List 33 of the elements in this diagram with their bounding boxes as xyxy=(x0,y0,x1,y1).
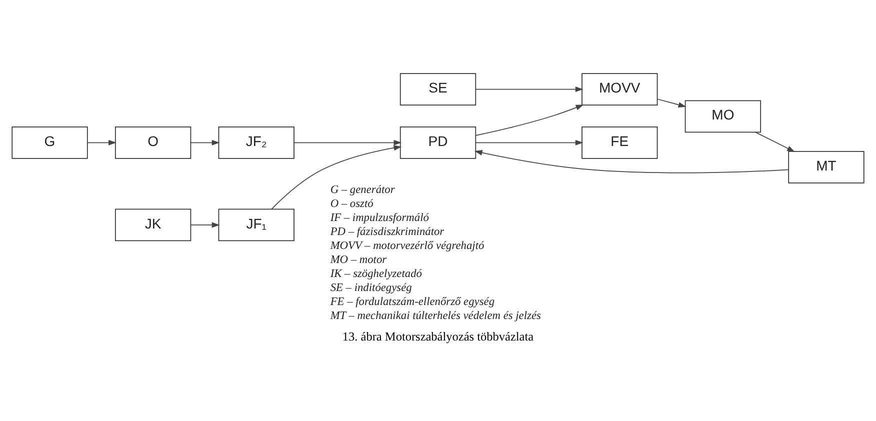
node-box: JK xyxy=(114,208,192,242)
arrow xyxy=(475,86,584,92)
label: MO – motor xyxy=(330,254,387,266)
node-box: PD xyxy=(400,126,476,159)
node-box: MT xyxy=(788,150,864,184)
label: O – osztó xyxy=(330,198,374,210)
arrow xyxy=(190,140,220,146)
caption: 13. ábra Motorszabályozás többvázlata xyxy=(342,330,534,344)
node-box: JF₂ xyxy=(218,126,294,159)
node-box: MO xyxy=(684,100,762,133)
node-box: SE xyxy=(400,73,476,106)
arrow xyxy=(474,150,790,174)
node-box: FE xyxy=(582,126,658,159)
arrow xyxy=(294,140,402,146)
label: IK – szöghelyzetadó xyxy=(330,268,422,280)
node-box: O xyxy=(114,126,192,159)
arrow xyxy=(754,132,795,152)
node-box: MOVV xyxy=(582,73,658,106)
arrow xyxy=(190,222,220,228)
label: MOVV – motorvezérlő végrehajtó xyxy=(330,240,484,252)
arrow xyxy=(271,145,402,210)
label: IF – impulzusformáló xyxy=(330,212,429,224)
arrow xyxy=(475,140,584,146)
arrow xyxy=(87,140,116,146)
arrow xyxy=(657,98,686,108)
node-box: JF₁ xyxy=(218,208,294,242)
label: FE – fordulatszám-ellenőrző egység xyxy=(330,296,495,308)
node-box: G xyxy=(12,126,88,159)
label: G – generátor xyxy=(330,184,395,196)
label: PD – fázisdiszkriminátor xyxy=(330,226,444,238)
arrow xyxy=(475,104,584,136)
label: SE – inditóegység xyxy=(330,282,412,294)
label: MT – mechanikai túlterhelés védelem és jelzés xyxy=(330,310,541,322)
